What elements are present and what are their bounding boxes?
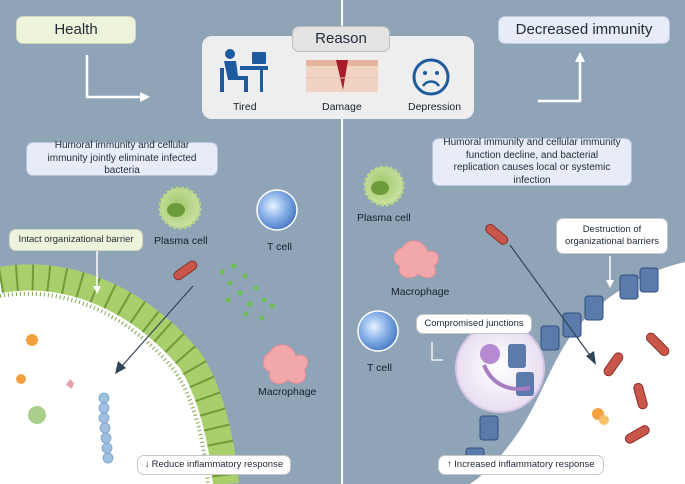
right-macrophage-label: Macrophage <box>391 286 450 298</box>
left-macrophage-label: Macrophage <box>258 386 317 398</box>
reason-title: Reason <box>292 26 390 52</box>
destroyed-barrier-label: Destruction of organizational barriers <box>556 218 668 254</box>
antibody-particles <box>219 263 275 321</box>
down-arrow-icon: ↓ <box>144 459 150 471</box>
left-outcome-text: Reduce inflammatory response <box>151 459 284 471</box>
health-title: Health <box>16 16 136 44</box>
health-flow-arrow <box>85 55 140 99</box>
compromised-junctions-label: Compromised junctions <box>416 314 532 334</box>
reason-label-tired: Tired <box>233 101 257 113</box>
person-at-desk-icon <box>220 49 268 92</box>
reason-label-depression: Depression <box>408 101 462 113</box>
t-cell-icon-left <box>256 189 298 231</box>
right-tissue-lumen <box>470 262 685 484</box>
left-outcome: ↓Reduce inflammatory response <box>137 455 291 475</box>
right-mechanism-text: Humoral immunity and cellular immunity f… <box>432 137 632 186</box>
t-cell-icon-right <box>357 310 399 352</box>
junction-magnified-view <box>455 323 545 413</box>
junction-cell-nucleus <box>480 344 500 364</box>
macrophage-icon-right <box>393 240 439 279</box>
sad-face-icon <box>412 58 450 96</box>
right-outcome: ↑Increased inflammatory response <box>438 455 604 475</box>
up-arrow-icon: ↑ <box>447 459 453 471</box>
left-epithelium-band <box>0 264 239 484</box>
left-tissue-lumen <box>0 277 226 484</box>
plasma-cell-icon-right <box>363 165 405 207</box>
intact-barrier-label: Intact organizational barrier <box>9 229 143 251</box>
reason-label-damage: Damage <box>322 101 362 113</box>
damaged-tissue-icon <box>306 60 378 92</box>
decreased-immunity-title: Decreased immunity <box>498 16 670 44</box>
left-t-cell-label: T cell <box>267 241 292 253</box>
left-mechanism-text: Humoral immunity and cellular immunity j… <box>26 140 218 176</box>
bacteria <box>173 223 670 444</box>
right-plasma-cell-label: Plasma cell <box>357 212 411 224</box>
plasma-cell-icon-left <box>158 186 202 230</box>
immunity-flow-arrow <box>538 62 582 103</box>
right-t-cell-label: T cell <box>367 362 392 374</box>
right-outcome-text: Increased inflammatory response <box>454 459 595 471</box>
macrophage-icon-left <box>262 344 309 385</box>
left-plasma-cell-label: Plasma cell <box>154 235 208 247</box>
